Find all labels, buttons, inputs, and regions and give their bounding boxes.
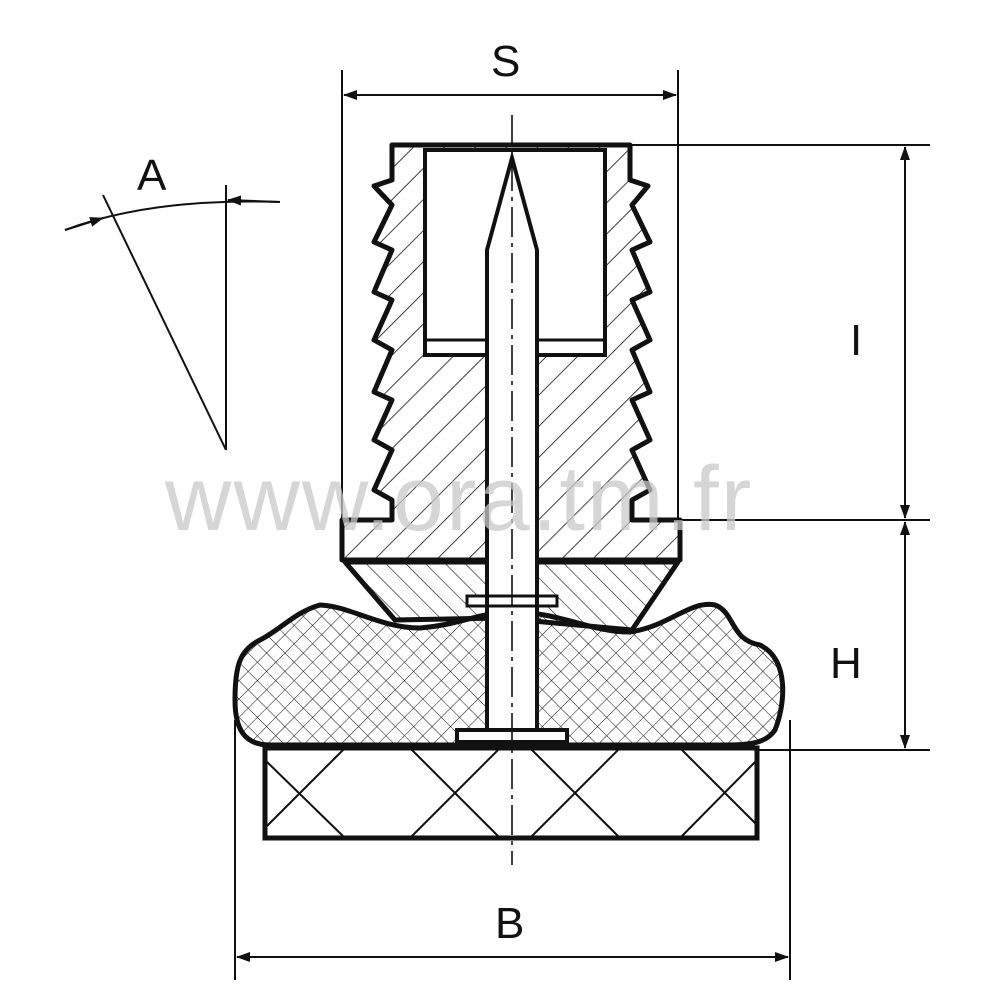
label-a: A — [137, 151, 167, 200]
i-h-dimensions — [630, 144, 930, 751]
watermark: www.ora.tm.fr — [164, 448, 753, 550]
b-dimension — [234, 720, 791, 980]
label-i: I — [850, 316, 862, 365]
label-h: H — [830, 639, 862, 688]
label-s: S — [491, 37, 520, 86]
angle-a-dimension — [64, 185, 281, 451]
base-plate — [262, 745, 760, 841]
label-b: B — [495, 899, 524, 948]
